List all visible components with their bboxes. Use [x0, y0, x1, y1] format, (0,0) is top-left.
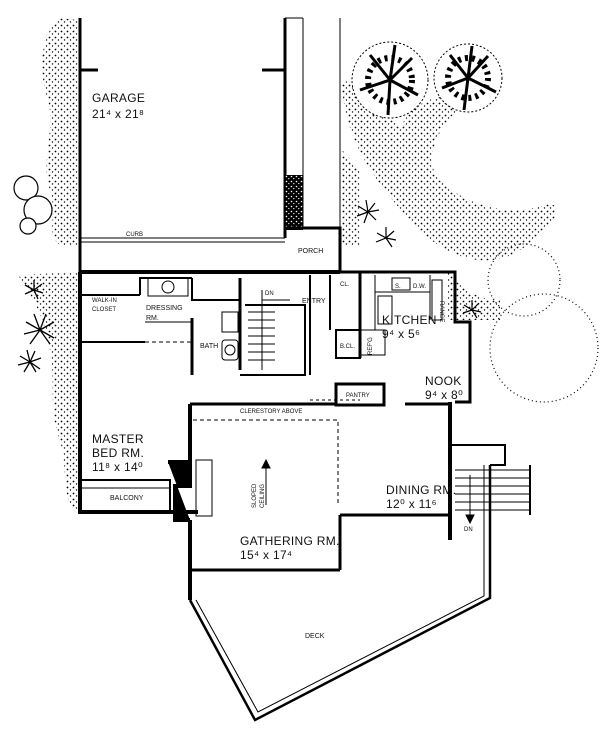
tree-right	[433, 43, 503, 113]
palm-shrubs	[17, 280, 55, 373]
shrub-cluster	[13, 175, 53, 235]
balcony-label: BALCONY	[110, 495, 144, 502]
landscape-left	[13, 18, 80, 512]
nook-label: NOOK	[425, 374, 462, 388]
porch-label: PORCH	[298, 248, 323, 255]
walk-in-closet-label-1: WALK-IN	[92, 298, 117, 304]
house-walls	[78, 226, 472, 600]
garage-block	[78, 17, 341, 272]
dashed-tree-circles	[487, 243, 599, 403]
small-shrubs-right	[356, 199, 482, 319]
walk-in-closet-label-2: CLOSET	[92, 307, 116, 313]
kitchen-label: KITCHEN	[382, 313, 437, 327]
pantry-label: PANTRY	[346, 393, 370, 399]
sloped-ceiling-label-2: CEILING	[260, 484, 266, 508]
master-bed-size: 11⁸ x 14⁰	[92, 460, 143, 474]
sink-label: S.	[395, 284, 401, 290]
dressing-label-1: DRESSING	[146, 305, 183, 312]
stair-dn-label: DN	[265, 291, 274, 297]
clerestory-label: CLERESTORY ABOVE	[240, 409, 302, 415]
gathering-label: GATHERING RM.	[240, 534, 340, 548]
garage-label: GARAGE	[92, 91, 145, 105]
master-bed-label-1: MASTER	[92, 432, 144, 446]
deck-stair-dn-label: DN	[464, 527, 473, 533]
tree-left	[351, 41, 429, 119]
kitchen-size: 9⁴ x 5⁶	[382, 327, 420, 341]
sloped-ceiling-label-1: SLOPED	[252, 483, 258, 508]
dining-size: 12⁰ x 11⁶	[386, 497, 437, 511]
bath-label: BATH	[200, 343, 218, 350]
garage-size: 21⁴ x 21⁸	[92, 107, 144, 121]
deck	[188, 444, 506, 722]
deck-stair	[455, 465, 531, 515]
arrow-icon	[261, 458, 475, 525]
range-label: RANGE	[438, 301, 444, 322]
kitchen-fixtures	[377, 277, 443, 325]
gathering-size: 15⁴ x 17⁴	[240, 548, 292, 562]
deck-label: DECK	[305, 633, 325, 640]
nook-size: 9⁴ x 8⁰	[425, 388, 463, 402]
entry-stair	[248, 290, 290, 370]
entry-label: ENTRY	[302, 298, 326, 305]
dishwasher-label: D.W.	[413, 284, 426, 290]
landscape-right	[342, 41, 599, 403]
broom-closet-label: B.CL.	[340, 344, 355, 350]
dressing-label-2: RM.	[146, 315, 159, 322]
refrigerator-label: REF'G	[368, 337, 374, 355]
curb-label: CURB	[126, 232, 143, 238]
bath-fixtures	[147, 277, 239, 361]
master-bed-label-2: BED RM.	[92, 446, 144, 460]
closet-label: CL.	[340, 282, 350, 288]
dining-label: DINING RM.	[386, 483, 456, 497]
